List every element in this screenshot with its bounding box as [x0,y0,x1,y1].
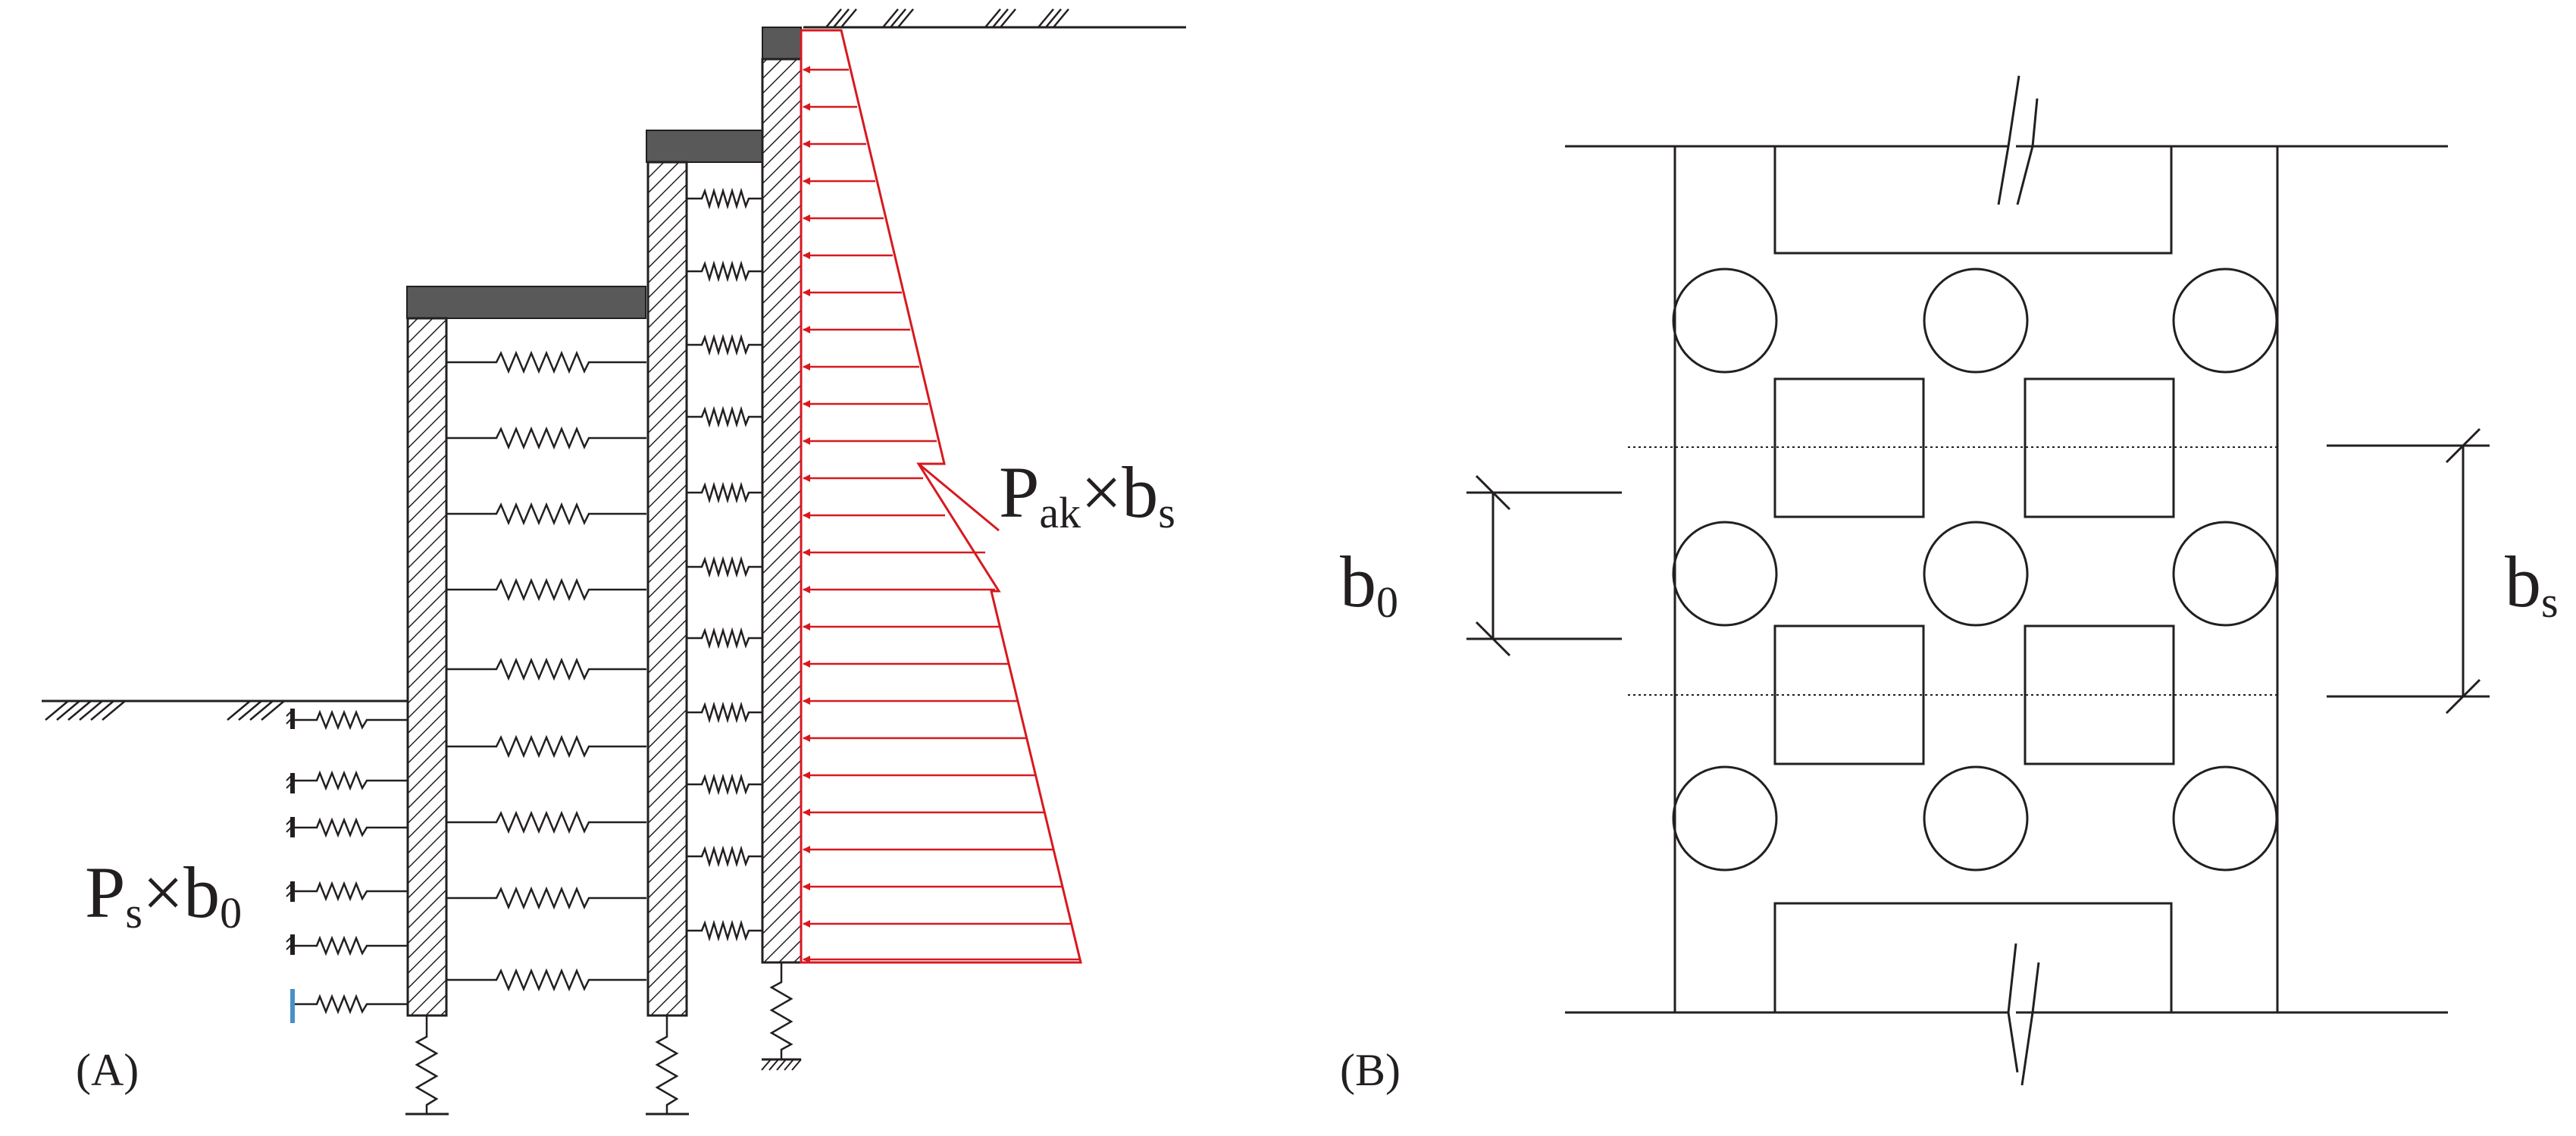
ground-hatch-icon [45,700,285,721]
ground-hatch-icon [825,8,1069,28]
base-spring-wall-3 [761,962,802,1071]
spring-icon [295,770,408,791]
load-arrows [803,66,1079,963]
panel-b: b0 bs (B) [1340,75,2559,1095]
square-column [2024,624,2175,765]
spring-icon [687,555,762,578]
spring-icon [295,881,408,902]
ground-surface-left [42,699,413,721]
spring-icon [655,1016,679,1114]
pile [1672,521,1778,627]
spring-icon [687,260,762,283]
spring-icon [687,187,762,210]
spring-icon [295,817,408,838]
retaining-wall-1 [406,317,448,1017]
spring-icon [687,845,762,868]
dimension-b0 [1466,474,1622,657]
passive-soil-springs [286,709,408,1023]
pile [1672,268,1778,374]
pile [1923,765,2029,872]
earth-pressure-label: Pak×bs [999,452,1175,537]
spring-icon [687,701,762,724]
spring-icon [446,502,646,526]
square-column [1773,624,1925,765]
pile [1923,268,2029,374]
panel-a: Pak×bs Ps×b0 (A) [42,8,1186,1116]
pile [1672,765,1778,872]
spring-icon [446,577,646,602]
dimension-bs [2327,427,2490,715]
ground-hatch-icon [761,1059,802,1071]
spring-icon [446,968,646,992]
spring-icon [295,994,408,1015]
pile [2172,521,2278,627]
base-spring-wall-1 [405,1016,449,1116]
panel-a-label: (A) [76,1045,139,1095]
inter-wall-springs-2-3 [687,187,762,942]
retaining-wall-2 [646,161,688,1017]
cap-beam-3 [762,27,802,60]
spring-icon [446,350,646,374]
square-columns [1773,377,2175,765]
base-spring-wall-2 [646,1016,689,1116]
dimension-bs-label: bs [2505,541,2559,627]
square-column [2024,377,2175,518]
cap-beam-2 [646,130,763,163]
square-column [1773,377,1925,518]
inter-wall-springs-1-2 [446,350,646,992]
spring-icon [446,426,646,450]
earth-pressure-distribution [800,29,1082,964]
pile [2172,765,2278,872]
bottom-slab [1773,902,2173,1012]
top-slab [1773,146,2173,255]
spring-icon [687,773,762,796]
panel-b-label: (B) [1340,1045,1401,1095]
break-symbol-bottom [2001,943,2040,1086]
spring-icon [687,481,762,504]
pile [1923,521,2029,627]
retaining-wall-3 [761,58,803,964]
spring-icon [687,405,762,428]
spring-icon [769,962,793,1059]
spring-icon [687,333,762,356]
spring-icon [295,709,408,731]
earth-pressure-outline [800,29,1082,964]
break-symbol-top [1997,75,2039,205]
piles [1672,268,2278,872]
spring-icon [446,657,646,681]
spring-icon [687,919,762,942]
spring-icon [295,935,408,956]
pile [2172,268,2278,374]
soil-pressure-label: Ps×b0 [85,852,242,937]
spring-icon [446,734,646,759]
dimension-b0-label: b0 [1340,541,1398,627]
ground-surface-right [803,8,1186,29]
spring-icon [446,886,646,910]
spring-icon [687,627,762,649]
cap-beam-1 [406,286,646,319]
spring-icon [446,810,646,834]
spring-icon [415,1016,439,1114]
